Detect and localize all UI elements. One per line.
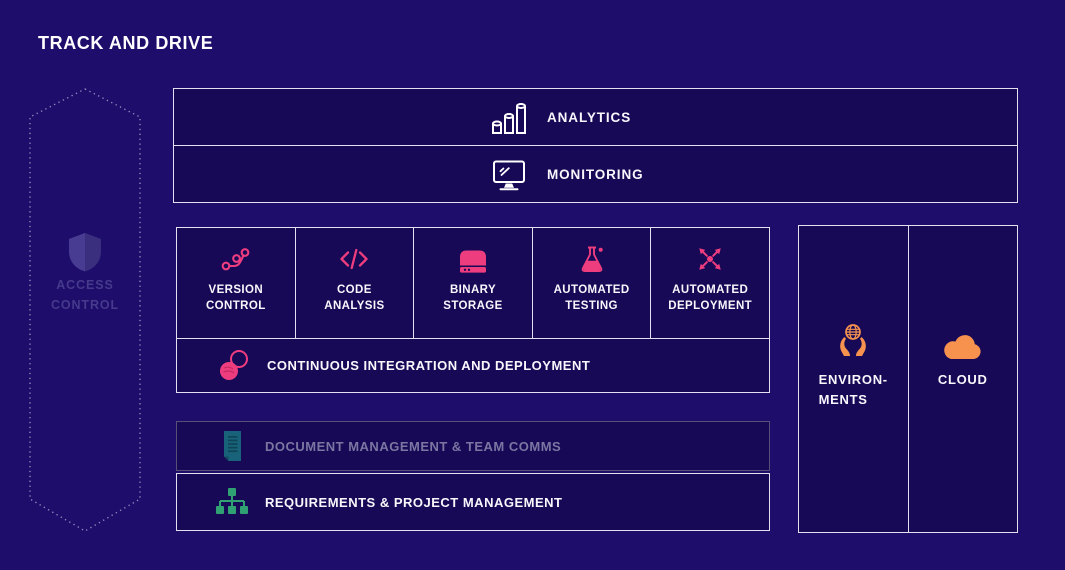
analytics-label: ANALYTICS bbox=[547, 109, 632, 125]
binary-storage-label: BINARY STORAGE bbox=[443, 283, 502, 315]
cell-label-line: DEPLOYMENT bbox=[668, 299, 753, 312]
linked-rings-icon bbox=[215, 347, 253, 385]
environments-cell: ENVIRON- MENTS bbox=[799, 226, 909, 532]
cloud-cell: CLOUD bbox=[909, 226, 1018, 532]
cell-label-line: AUTOMATED bbox=[553, 284, 630, 296]
code-analysis-label: CODE ANALYSIS bbox=[324, 283, 384, 315]
automated-deployment-label: AUTOMATED DEPLOYMENT bbox=[668, 283, 752, 315]
environments-label-line1: ENVIRON- bbox=[818, 372, 888, 387]
git-branch-icon bbox=[220, 243, 252, 275]
hands-globe-icon bbox=[832, 321, 874, 363]
version-control-label: VERSION CONTROL bbox=[206, 283, 266, 315]
access-control-zone: ACCESS CONTROL bbox=[27, 86, 143, 534]
cell-label-line: VERSION bbox=[208, 284, 264, 296]
cell-label-line: CODE bbox=[336, 284, 372, 296]
access-control-line1: ACCESS bbox=[56, 278, 114, 292]
sitemap-icon bbox=[213, 483, 251, 521]
document-management-row: DOCUMENT MANAGEMENT & TEAM COMMS bbox=[176, 421, 770, 471]
ci-cd-row: CONTINUOUS INTEGRATION AND DEPLOYMENT bbox=[177, 339, 769, 392]
monitoring-label: MONITORING bbox=[547, 167, 644, 182]
cell-label-line: CONTROL bbox=[205, 299, 266, 312]
automated-testing-label: AUTOMATED TESTING bbox=[554, 283, 630, 315]
observability-panel: ANALYTICS MONITORING bbox=[173, 88, 1018, 203]
cell-label-line: TESTING bbox=[565, 299, 618, 312]
access-control-label: ACCESS CONTROL bbox=[27, 275, 143, 315]
cloud-label-line: CLOUD bbox=[937, 372, 988, 387]
code-analysis-cell: CODE ANALYSIS bbox=[296, 228, 415, 338]
pipeline-cells: VERSION CONTROL CODE ANALYSIS bbox=[177, 228, 769, 339]
version-control-cell: VERSION CONTROL bbox=[177, 228, 296, 338]
flask-icon bbox=[575, 243, 609, 275]
monitor-icon bbox=[489, 155, 529, 195]
cell-label-line: BINARY bbox=[449, 284, 497, 296]
pipeline-panel: VERSION CONTROL CODE ANALYSIS bbox=[176, 227, 770, 393]
ci-cd-label: CONTINUOUS INTEGRATION AND DEPLOYMENT bbox=[267, 358, 591, 373]
cloud-label: CLOUD bbox=[938, 370, 988, 390]
shield-icon bbox=[69, 233, 101, 272]
cell-label-line: ANALYSIS bbox=[324, 299, 385, 312]
monitoring-row: MONITORING bbox=[174, 146, 1017, 203]
infrastructure-panel: ENVIRON- MENTS CLOUD bbox=[798, 225, 1018, 533]
expand-arrows-icon bbox=[695, 243, 725, 275]
analytics-row: ANALYTICS bbox=[174, 89, 1017, 146]
cell-label-line: AUTOMATED bbox=[672, 284, 749, 296]
document-icon bbox=[213, 427, 251, 465]
automated-deployment-cell: AUTOMATED DEPLOYMENT bbox=[651, 228, 769, 338]
bar-chart-icon bbox=[489, 97, 529, 137]
environments-label: ENVIRON- MENTS bbox=[819, 370, 888, 410]
cloud-icon bbox=[940, 321, 986, 363]
access-control-line2: CONTROL bbox=[50, 298, 120, 312]
requirements-row: REQUIREMENTS & PROJECT MANAGEMENT bbox=[176, 473, 770, 531]
automated-testing-cell: AUTOMATED TESTING bbox=[533, 228, 652, 338]
environments-label-line2: MENTS bbox=[818, 392, 868, 408]
code-icon bbox=[337, 243, 371, 275]
cell-label-line: STORAGE bbox=[443, 299, 503, 312]
requirements-label: REQUIREMENTS & PROJECT MANAGEMENT bbox=[265, 494, 563, 510]
binary-storage-cell: BINARY STORAGE bbox=[414, 228, 533, 338]
page-title: TRACK AND DRIVE bbox=[38, 33, 214, 53]
hard-drive-icon bbox=[456, 243, 490, 275]
document-management-label: DOCUMENT MANAGEMENT & TEAM COMMS bbox=[265, 438, 562, 454]
